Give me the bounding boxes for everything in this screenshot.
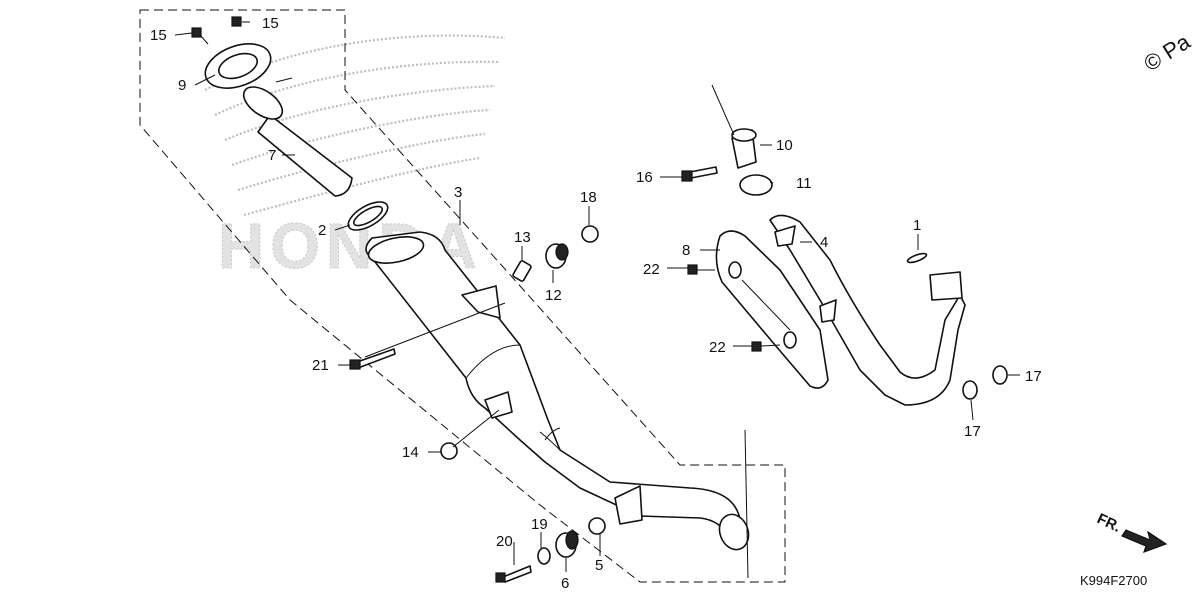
exhaust-clamp [731, 128, 757, 169]
callout-2: 2 [318, 222, 326, 239]
callout-20: 20 [496, 533, 513, 550]
figure-code: K994F2700 [1080, 573, 1147, 588]
callout-12: 12 [545, 287, 562, 304]
exhaust-collar [739, 174, 773, 196]
bolt-20 [495, 565, 532, 583]
callout-22-upper: 22 [643, 261, 660, 278]
copyright-text: © Pa [1139, 29, 1195, 77]
callout-3: 3 [454, 184, 462, 201]
tail-pipe [242, 86, 353, 197]
lower-mount-tab [484, 391, 513, 419]
nut-18 [581, 225, 599, 243]
nut-17-lower [962, 380, 978, 400]
muffler-mount-bracket [461, 285, 501, 319]
nut-17-right [992, 365, 1008, 385]
collar-5 [588, 517, 606, 535]
washer-19 [537, 547, 551, 565]
callout-14: 14 [402, 444, 419, 461]
front-indicator: FR. [1094, 510, 1168, 553]
callout-15-right: 15 [262, 15, 279, 32]
callout-7: 7 [268, 147, 276, 164]
callout-4: 4 [820, 234, 828, 251]
bolt-15-left [191, 27, 209, 45]
heat-protector [715, 230, 829, 389]
callout-5: 5 [595, 557, 603, 574]
callout-6: 6 [561, 575, 569, 592]
callout-17-lower: 17 [964, 423, 981, 440]
pipe-bracket-lower [819, 299, 837, 323]
callout-10: 10 [776, 137, 793, 154]
front-indicator-label: FR. [1094, 510, 1123, 536]
callout-18: 18 [580, 189, 597, 206]
callout-21: 21 [312, 357, 329, 374]
front-arrow-icon [1121, 529, 1168, 553]
collar [512, 260, 532, 282]
callout-17-right: 17 [1025, 368, 1042, 385]
bolt-22-upper [687, 264, 698, 275]
bolt-21 [349, 348, 396, 370]
callout-11: 11 [796, 175, 812, 192]
callout-22-lower: 22 [709, 339, 726, 356]
bolt-15-right [231, 16, 242, 27]
callout-16: 16 [636, 169, 653, 186]
callout-1: 1 [913, 217, 921, 234]
assembly-boundary [139, 9, 786, 583]
callout-15-left: 15 [150, 27, 167, 44]
callout-labels: 15 15 9 7 2 3 13 12 18 21 14 20 19 6 5 8… [150, 15, 1042, 592]
muffler-body [365, 231, 750, 551]
rubber-grommet-lower [555, 530, 579, 558]
leader-lines [174, 21, 1020, 579]
exhaust-flange [929, 271, 963, 301]
callout-19: 19 [531, 516, 548, 533]
bolt-16 [681, 166, 718, 182]
exhaust-pipe [769, 214, 966, 406]
callout-13: 13 [514, 229, 531, 246]
rear-mount-bracket [614, 485, 643, 525]
gasket-1 [906, 252, 928, 264]
tail-pipe-flange [242, 86, 284, 120]
bolt-22-lower [751, 341, 762, 352]
pipe-bracket-upper [774, 225, 796, 247]
callout-9: 9 [178, 77, 186, 94]
callout-8: 8 [682, 242, 690, 259]
end-cap [204, 43, 293, 89]
rubber-grommet-upper [545, 243, 569, 269]
